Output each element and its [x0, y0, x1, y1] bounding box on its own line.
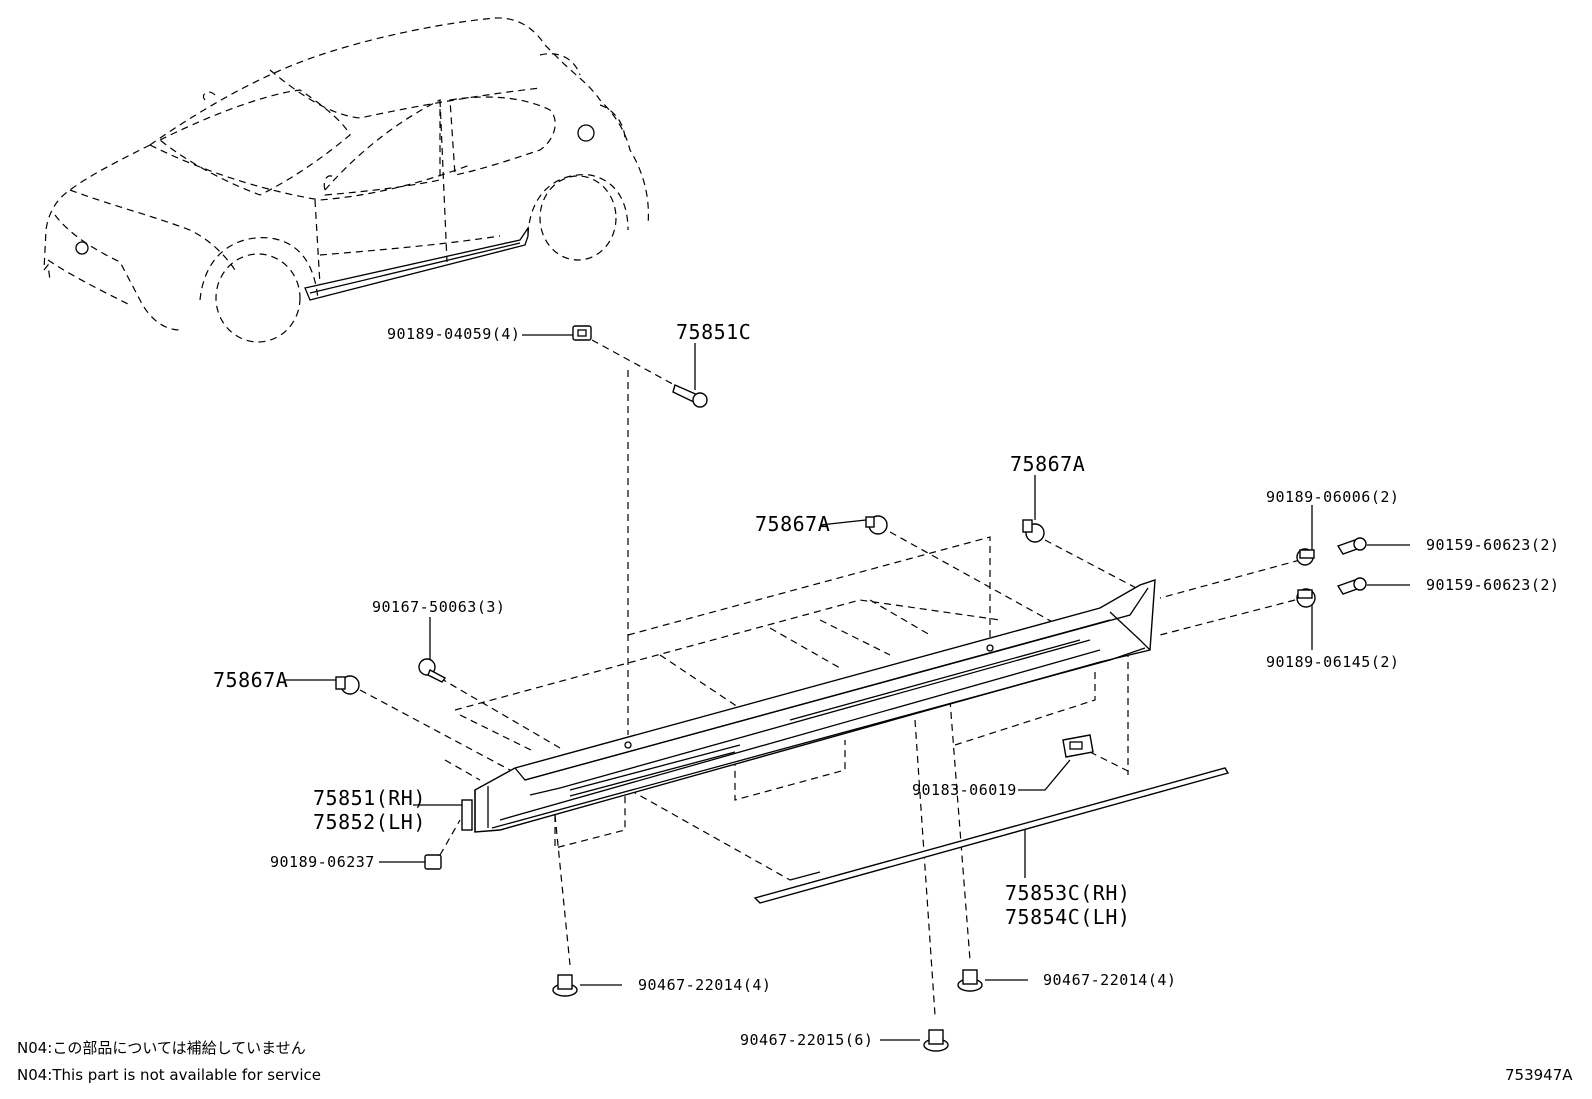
label-90167-50063: 90167-50063(3)	[372, 598, 506, 616]
label-90189-06006: 90189-06006(2)	[1266, 488, 1400, 506]
note-en: N04:This part is not available for servi…	[17, 1066, 321, 1084]
label-90189-06145: 90189-06145(2)	[1266, 653, 1400, 671]
label-90189-04059: 90189-04059(4)	[387, 325, 521, 343]
label-75867A-mid: 75867A	[755, 512, 831, 536]
molding-strip	[753, 767, 1230, 904]
label-75854C-lh: 75854C(LH)	[1005, 905, 1131, 929]
label-75867A-left: 75867A	[213, 668, 289, 692]
label-90467-22015: 90467-22015(6)	[740, 1031, 874, 1049]
label-75851-rh: 75851(RH)	[313, 786, 426, 810]
label-75867A-top: 75867A	[1010, 452, 1086, 476]
label-90183-06019: 90183-06019	[912, 781, 1017, 799]
label-75853C-rh: 75853C(RH)	[1005, 881, 1131, 905]
label-90467-22014-b: 90467-22014(4)	[1043, 971, 1177, 989]
note-jp: N04:この部品については補給していません	[17, 1039, 306, 1057]
label-90189-06237: 90189-06237	[270, 853, 375, 871]
fasteners	[335, 325, 1367, 1052]
label-90467-22014-a: 90467-22014(4)	[638, 976, 772, 994]
label-75851C: 75851C	[676, 320, 752, 344]
label-90159-60623-b: 90159-60623(2)	[1426, 576, 1560, 594]
vehicle-outline	[43, 17, 650, 343]
side-skirt-panel	[474, 579, 1156, 833]
reference-code: 753947A	[1505, 1066, 1573, 1084]
label-90159-60623-a: 90159-60623(2)	[1426, 536, 1560, 554]
label-75852-lh: 75852(LH)	[313, 810, 426, 834]
